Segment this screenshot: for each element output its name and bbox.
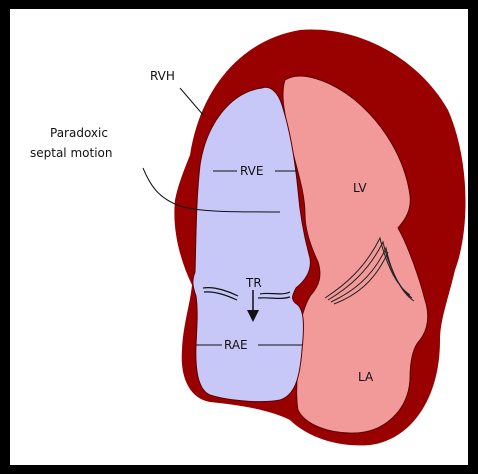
rvh-pointer <box>180 88 204 116</box>
rvh-label: RVH <box>150 69 175 83</box>
tr-label: TR <box>245 276 262 290</box>
lv-label: LV <box>353 181 367 195</box>
paradoxic-label-line2: septal motion <box>30 146 112 160</box>
rve-label: RVE <box>240 164 263 178</box>
la-label: LA <box>358 370 374 384</box>
paradoxic-label-line1: Paradoxic <box>50 126 108 140</box>
rae-label: RAE <box>224 338 248 352</box>
